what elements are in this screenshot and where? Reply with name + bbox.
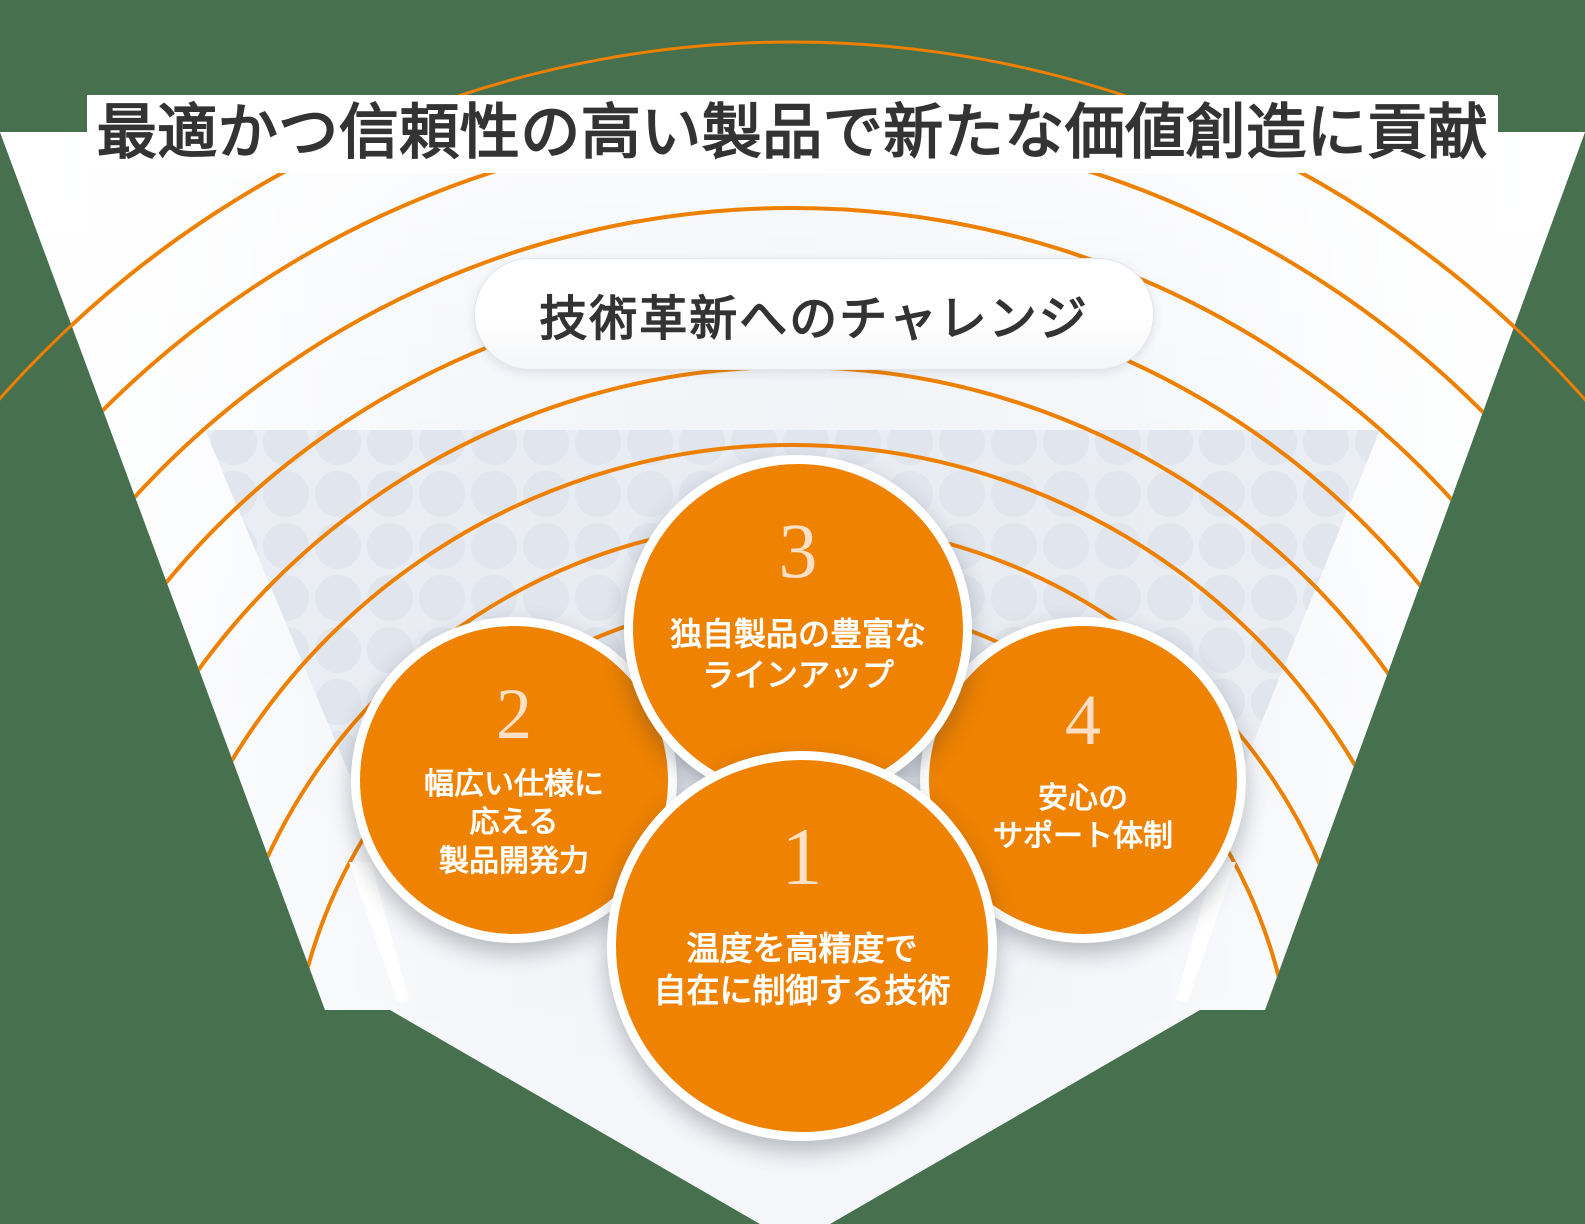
arc-outermost (0, 40, 1585, 403)
feature-label-1: 温度を高精度で 自在に制御する技術 (653, 930, 951, 1010)
challenge-pill[interactable]: 技術革新へのチャレンジ (474, 258, 1154, 370)
feature-number-2: 2 (496, 674, 532, 754)
feature-label-3: 独自製品の豊富な ラインアップ (669, 616, 926, 693)
feature-number-3: 3 (778, 507, 818, 594)
feature-bubble-1[interactable]: 1 温度を高精度で 自在に制御する技術 (607, 751, 997, 1141)
challenge-pill-label: 技術革新へのチャレンジ (539, 293, 1089, 346)
feature-bubble-3[interactable]: 3 独自製品の豊富な ラインアップ (624, 455, 972, 803)
feature-number-1: 1 (781, 811, 823, 902)
feature-label-2: 幅広い仕様に 応える 製品開発力 (424, 768, 604, 878)
feature-number-4: 4 (1065, 680, 1101, 760)
feature-label-4: 安心の サポート体制 (993, 782, 1173, 854)
funnel-legs (349, 862, 1236, 1003)
